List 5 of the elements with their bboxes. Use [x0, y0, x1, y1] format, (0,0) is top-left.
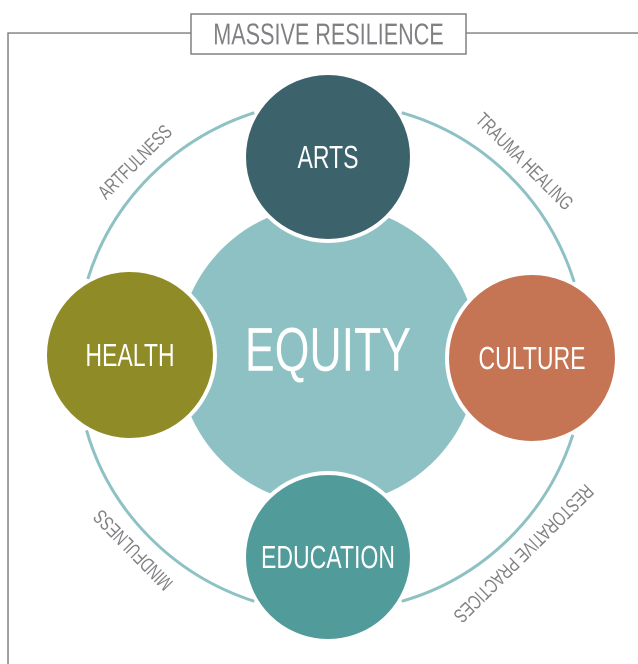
ring-arc [401, 111, 576, 282]
ring-arc [86, 111, 255, 280]
title-box: MASSIVE RESILIENCE [190, 13, 467, 55]
ring-arc [85, 430, 255, 603]
ring-arc [401, 434, 574, 603]
